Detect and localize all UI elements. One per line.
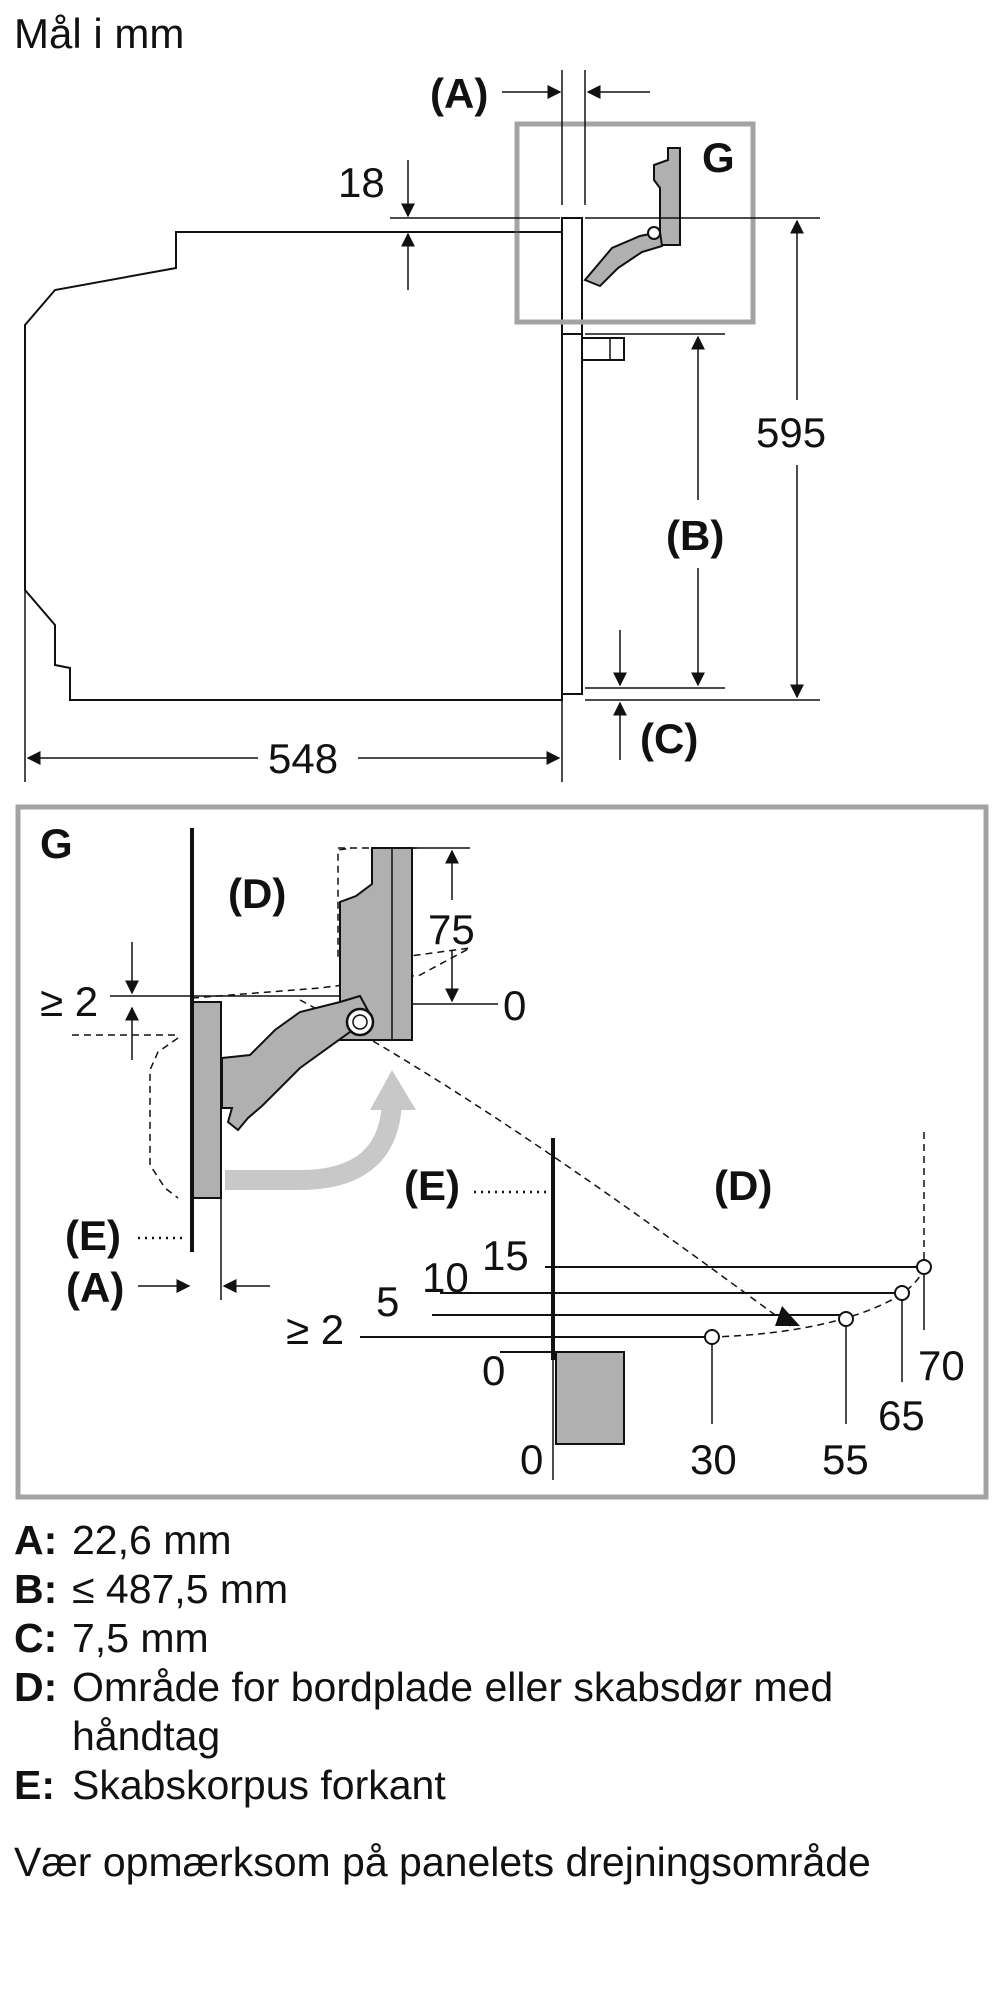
rotation-arrow-head — [370, 1070, 416, 1110]
legend-key: B: — [14, 1566, 58, 1612]
scale-x-30: 30 — [690, 1436, 737, 1483]
detail-box-g-label: G — [702, 134, 735, 181]
scale-label-d: (D) — [714, 1162, 772, 1209]
legend-key: D: — [14, 1664, 58, 1710]
hinge-pivot-detail-inner — [352, 1014, 368, 1030]
unit-title: Mål i mm — [14, 10, 184, 57]
swing-arrowhead — [775, 1306, 800, 1326]
scale-y-ge2: ≥ 2 — [286, 1306, 344, 1353]
oven-front-panel-lower — [561, 333, 583, 695]
oven-body-outline — [24, 231, 563, 701]
oven-door-knob — [581, 337, 625, 361]
scale-y-15: 15 — [482, 1232, 529, 1279]
legend-text: 22,6 mm — [72, 1517, 232, 1563]
detail-label-a: (A) — [66, 1264, 124, 1311]
detail-label-d: (D) — [228, 870, 286, 917]
detail-g-frame — [15, 804, 989, 1500]
scale-dashed-curve — [709, 1266, 925, 1338]
legend-key: A: — [14, 1517, 58, 1563]
legend-text: Område for bordplade eller skabsdør med … — [72, 1664, 834, 1759]
scale-label-e: (E) — [404, 1162, 460, 1209]
legend-text: ≤ 487,5 mm — [72, 1566, 289, 1612]
scale-point-70 — [916, 1259, 932, 1275]
hinge-bracket-detail — [339, 847, 413, 1041]
legend-text: Skabskorpus forkant — [72, 1762, 446, 1808]
legend-row-b: B: ≤ 487,5 mm — [14, 1565, 872, 1614]
hinge-pivot-detail — [345, 1007, 375, 1037]
scale-x-65: 65 — [878, 1392, 925, 1439]
scale-x-70: 70 — [918, 1342, 965, 1389]
legend: A: 22,6 mm B: ≤ 487,5 mm C: 7,5 mm D: Om… — [14, 1516, 872, 1810]
dim-a-label: (A) — [430, 70, 488, 117]
dim-18-label: 18 — [338, 159, 385, 206]
detail-label-e: (E) — [65, 1212, 121, 1259]
legend-row-c: C: 7,5 mm — [14, 1614, 872, 1663]
door-swing-outline — [149, 1037, 179, 1199]
scale-x-0: 0 — [520, 1436, 543, 1483]
legend-row-a: A: 22,6 mm — [14, 1516, 872, 1565]
scale-point-55 — [838, 1311, 854, 1327]
scale-y-5: 5 — [376, 1278, 399, 1325]
dim-548-label: 548 — [268, 735, 338, 782]
hinge-pivot-mini — [647, 226, 661, 240]
scale-point-30 — [704, 1329, 720, 1345]
hinge-bracket-mini — [653, 147, 681, 246]
detail-g-title: G — [40, 820, 73, 867]
oven-front-panel-upper — [561, 217, 583, 335]
area-d-dashed-outline — [191, 847, 471, 999]
dim-b-label: (B) — [666, 512, 724, 559]
dim-595-label: 595 — [756, 409, 826, 456]
dim-0-label: 0 — [503, 982, 526, 1029]
legend-key: E: — [14, 1762, 55, 1808]
dim-ge2-label: ≥ 2 — [40, 978, 98, 1025]
scale-y-0: 0 — [482, 1347, 505, 1394]
rotation-arrow — [225, 1099, 402, 1190]
legend-row-d: D: Område for bordplade eller skabsdør m… — [14, 1663, 872, 1761]
detail-box-g — [514, 121, 756, 325]
hinge-arm-detail — [221, 994, 374, 1132]
legend-text: 7,5 mm — [72, 1615, 209, 1661]
scale-y-10: 10 — [422, 1254, 469, 1301]
hinge-arm-mini — [583, 230, 664, 288]
door-panel-detail — [192, 1001, 222, 1199]
legend-key: C: — [14, 1615, 58, 1661]
scale-door-block — [555, 1351, 625, 1445]
legend-row-e: E: Skabskorpus forkant — [14, 1761, 872, 1810]
rotation-note: Vær opmærksom på panelets drejningsområd… — [14, 1839, 871, 1885]
dim-75-label: 75 — [428, 906, 475, 953]
dim-c-label: (C) — [640, 715, 698, 762]
scale-point-65 — [894, 1285, 910, 1301]
scale-x-55: 55 — [822, 1436, 869, 1483]
